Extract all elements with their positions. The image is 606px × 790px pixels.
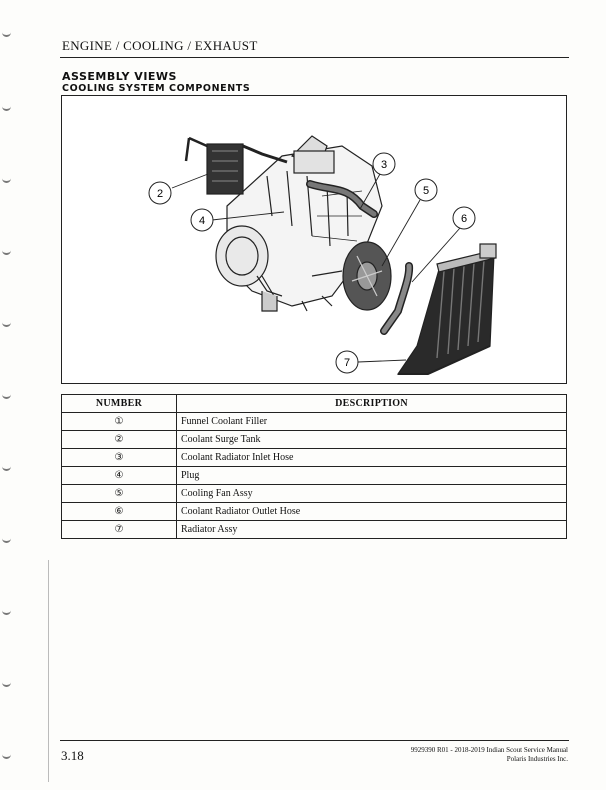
section-title: ASSEMBLY VIEWS <box>62 70 177 83</box>
row-number: ⑥ <box>61 502 177 521</box>
callout-3: 3 <box>372 152 396 176</box>
callout-label-3: 3 <box>381 159 387 171</box>
row-description: Coolant Surge Tank <box>176 430 567 449</box>
page-header-title: ENGINE / COOLING / EXHAUST <box>62 38 258 53</box>
parts-table: NUMBER DESCRIPTION ① Funnel Coolant Fill… <box>61 394 567 539</box>
table-row: ⑤ Cooling Fan Assy <box>61 484 567 503</box>
callout-label-5: 5 <box>423 185 429 197</box>
table-row: ⑥ Coolant Radiator Outlet Hose <box>61 502 567 521</box>
row-description: Coolant Radiator Outlet Hose <box>176 502 567 521</box>
column-header-number: NUMBER <box>61 394 177 413</box>
engine-block-drawing <box>215 135 383 312</box>
row-number: ④ <box>61 466 177 485</box>
row-number: ② <box>61 430 177 449</box>
footer-doc-info: 9929390 R01 - 2018-2019 Indian Scout Ser… <box>411 746 568 764</box>
row-description: Plug <box>176 466 567 485</box>
row-description: Coolant Radiator Inlet Hose <box>176 448 567 467</box>
callout-2: 2 <box>148 181 172 205</box>
row-description: Cooling Fan Assy <box>176 484 567 503</box>
binder-hole-mark <box>2 680 11 687</box>
coolant-surge-tank-drawing <box>184 136 288 195</box>
binder-hole-mark <box>2 392 11 399</box>
cooling-fan-drawing <box>342 241 392 311</box>
callout-7: 7 <box>335 350 359 374</box>
callout-5: 5 <box>414 178 438 202</box>
binder-hole-mark <box>2 248 11 255</box>
table-row: ① Funnel Coolant Filler <box>61 412 567 431</box>
table-header-row: NUMBER DESCRIPTION <box>61 394 567 413</box>
callout-label-7: 7 <box>344 357 350 369</box>
table-row: ② Coolant Surge Tank <box>61 430 567 449</box>
binder-hole-mark <box>2 176 11 183</box>
callout-leader-lines <box>171 173 461 363</box>
binder-hole-mark <box>2 536 11 543</box>
binder-hole-mark <box>2 30 11 37</box>
radiator-drawing <box>396 243 497 375</box>
binder-hole-mark <box>2 104 11 111</box>
callout-label-2: 2 <box>157 188 163 200</box>
row-number: ⑤ <box>61 484 177 503</box>
footer-company: Polaris Industries Inc. <box>506 755 568 763</box>
page-number: 3.18 <box>61 748 84 763</box>
footer-manual-line: 9929390 R01 - 2018-2019 Indian Scout Ser… <box>410 746 568 754</box>
header-divider <box>60 57 569 58</box>
column-header-description: DESCRIPTION <box>176 394 567 413</box>
binder-hole-mark <box>2 320 11 327</box>
table-row: ④ Plug <box>61 466 567 485</box>
row-description: Radiator Assy <box>176 520 567 539</box>
table-row: ⑦ Radiator Assy <box>61 520 567 539</box>
callout-label-4: 4 <box>199 215 205 227</box>
callout-label-6: 6 <box>461 213 467 225</box>
footer-divider <box>60 740 569 741</box>
margin-rule <box>48 560 49 782</box>
section-subtitle: COOLING SYSTEM COMPONENTS <box>62 83 251 94</box>
cooling-system-drawing: 2 4 3 5 6 7 <box>148 135 497 375</box>
binder-hole-mark <box>2 464 11 471</box>
row-number: ③ <box>61 448 177 467</box>
binder-hole-mark <box>2 752 11 759</box>
table-row: ③ Coolant Radiator Inlet Hose <box>61 448 567 467</box>
row-number: ⑦ <box>61 520 177 539</box>
row-description: Funnel Coolant Filler <box>176 412 567 431</box>
callout-6: 6 <box>452 206 476 230</box>
callout-4: 4 <box>190 208 214 232</box>
binder-hole-mark <box>2 608 11 615</box>
assembly-illustration: 2 4 3 5 6 7 <box>61 95 567 384</box>
row-number: ① <box>61 412 177 431</box>
